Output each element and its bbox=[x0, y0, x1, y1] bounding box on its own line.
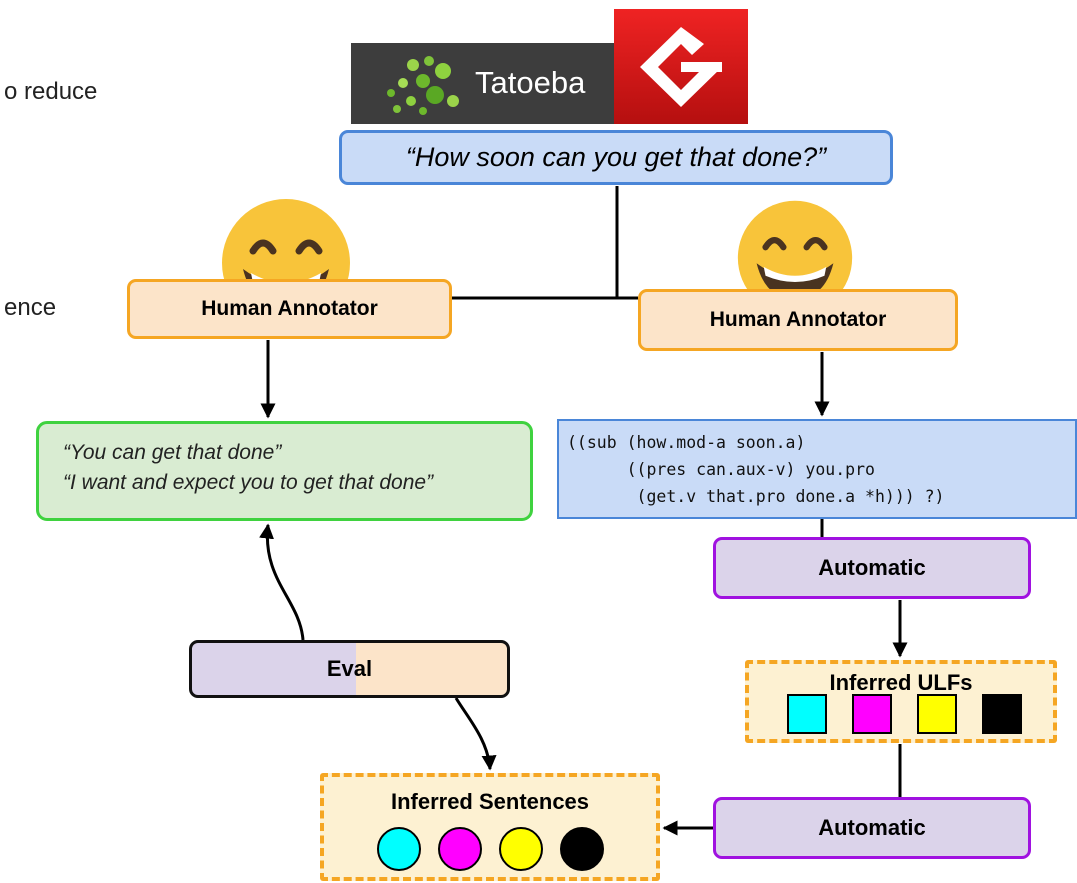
human-annotator-right-box: Human Annotator bbox=[638, 289, 958, 351]
cutoff-text-fragment: o reduce bbox=[4, 78, 98, 105]
eval-box: Eval bbox=[189, 640, 510, 698]
ulf-swatch bbox=[982, 694, 1022, 734]
inferred-sentences-box: Inferred Sentences bbox=[320, 773, 660, 881]
tatoeba-logo: Tatoeba bbox=[351, 43, 621, 124]
arrow-eval-to-reference bbox=[259, 523, 305, 641]
arrow-eval-to-inferred-sentences bbox=[454, 697, 497, 771]
ulf-swatch bbox=[917, 694, 957, 734]
sentence-swatch bbox=[499, 827, 543, 871]
automatic-parse-box: Automatic bbox=[713, 537, 1031, 599]
inferred-sentences-label: Inferred Sentences bbox=[390, 789, 590, 814]
sentence-swatch bbox=[438, 827, 482, 871]
g-logo bbox=[614, 9, 748, 124]
inferred-ulfs-box: Inferred ULFs bbox=[745, 660, 1057, 743]
tatoeba-wordmark: Tatoeba bbox=[475, 65, 586, 100]
ulf-code-line: (get.v that.pro done.a *h))) ?) bbox=[567, 487, 945, 506]
ulf-code-box: ((sub (how.mod-a soon.a) ((pres can.aux-… bbox=[557, 419, 1077, 519]
sentence-swatch bbox=[560, 827, 604, 871]
reference-sentence: “You can get that done” bbox=[63, 441, 282, 464]
g-logo-icon bbox=[640, 27, 722, 107]
ulf-swatch bbox=[852, 694, 892, 734]
ulf-swatch bbox=[787, 694, 827, 734]
tatoeba-logo-icon bbox=[387, 56, 459, 115]
reference-sentence: “I want and expect you to get that done” bbox=[63, 471, 434, 494]
sentence-swatch bbox=[377, 827, 421, 871]
inferred-ulfs-label: Inferred ULFs bbox=[829, 670, 973, 695]
human-annotator-left-box: Human Annotator bbox=[127, 279, 452, 339]
ulf-code-line: ((sub (how.mod-a soon.a) bbox=[567, 433, 806, 452]
automatic-generate-box: Automatic bbox=[713, 797, 1031, 859]
cutoff-text-fragment: ence bbox=[4, 294, 57, 321]
ulf-code-line: ((pres can.aux-v) you.pro bbox=[567, 460, 875, 479]
grinning-face-emoji-icon bbox=[737, 200, 853, 299]
reference-sentences-box: “You can get that done” “I want and expe… bbox=[36, 421, 533, 521]
source-sentence-box: “How soon can you get that done?” bbox=[339, 130, 893, 185]
